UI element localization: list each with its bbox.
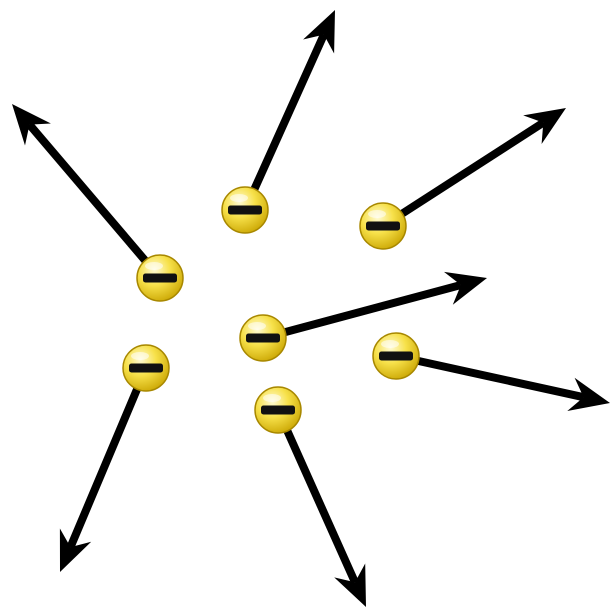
arrow-shaft — [30, 125, 148, 264]
arrow-icon — [286, 427, 366, 607]
electron-icon — [360, 203, 406, 249]
minus-sign-icon — [261, 406, 295, 415]
arrow-shaft — [415, 360, 584, 397]
electron-icon — [222, 187, 268, 233]
arrow-shaft — [253, 35, 324, 193]
arrows-layer — [12, 10, 610, 607]
minus-sign-icon — [379, 352, 413, 361]
electron-icon — [137, 255, 183, 301]
arrow-icon — [253, 10, 335, 193]
electron-highlight — [248, 322, 266, 330]
arrow-shaft — [399, 123, 543, 216]
arrow-icon — [399, 108, 566, 216]
electron-highlight — [230, 194, 248, 202]
electron-highlight — [368, 210, 386, 218]
electron-icon — [255, 387, 301, 433]
electron-highlight — [381, 340, 399, 348]
electron-highlight — [263, 394, 281, 402]
arrow-shaft — [286, 427, 355, 582]
arrow-icon — [60, 386, 139, 573]
arrow-icon — [415, 360, 610, 411]
electron-icon — [373, 333, 419, 379]
minus-sign-icon — [143, 274, 177, 283]
arrow-head — [523, 108, 566, 144]
minus-sign-icon — [228, 206, 262, 215]
minus-sign-icon — [129, 364, 163, 373]
electron-icon — [240, 315, 286, 361]
arrow-icon — [281, 272, 487, 333]
arrow-shaft — [281, 285, 461, 333]
electron-highlight — [131, 352, 149, 360]
minus-sign-icon — [366, 222, 400, 231]
minus-sign-icon — [246, 334, 280, 343]
electron-highlight — [145, 262, 163, 270]
arrow-icon — [12, 104, 148, 264]
electron-icon — [123, 345, 169, 391]
arrow-shaft — [71, 386, 139, 548]
